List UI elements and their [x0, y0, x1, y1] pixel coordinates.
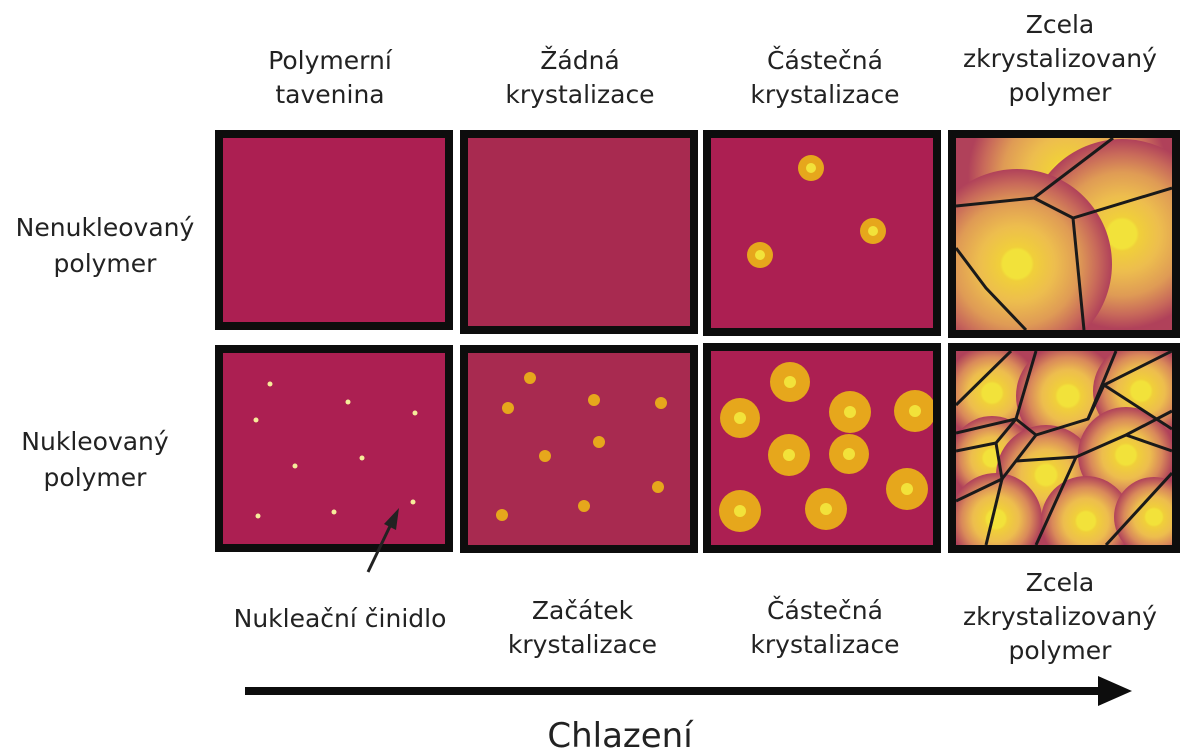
bottom-label-fully-crystallized: Zcela zkrystalizovaný polymer	[963, 568, 1157, 665]
panel-nucleated-full	[948, 343, 1180, 553]
bottom-label-partial-crystallization: Částečná krystalizace	[750, 596, 900, 659]
nucleating-agent-particle	[412, 410, 418, 416]
cooling-axis-label: Chlazení	[547, 716, 693, 756]
panel-nucleated-melt	[215, 345, 453, 552]
nucleating-agent-particle	[345, 399, 351, 405]
row-label-nucleated: Nukleovaný polymer	[21, 427, 169, 492]
bottom-label-nucleating-agent: Nukleační činidlo	[233, 604, 447, 633]
nucleating-agent-particle	[267, 381, 273, 387]
panel-unnucleated-melt	[215, 130, 453, 330]
col-label-partial-crystallization: Částečná krystalizace	[750, 46, 900, 109]
row-label-unnucleated: Nenukleovaný polymer	[15, 213, 195, 278]
panel-nucleated-start	[460, 345, 698, 553]
col-label-melt: Polymerní tavenina	[268, 46, 392, 109]
col-label-fully-crystallized: Zcela zkrystalizovaný polymer	[963, 10, 1157, 107]
col-label-no-crystallization: Žádná krystalizace	[505, 46, 655, 109]
nucleating-agent-particle	[253, 417, 259, 423]
nucleating-agent-particle	[410, 499, 416, 505]
panel-unnucleated-partial	[703, 130, 941, 336]
nucleating-agent-particle	[359, 455, 365, 461]
bottom-label-start-crystallization: Začátek krystalizace	[507, 596, 658, 659]
panel-unnucleated-full	[948, 130, 1180, 338]
panel-nucleated-partial	[703, 343, 941, 553]
nucleating-agent-particle	[292, 463, 298, 469]
nucleating-agent-particle	[331, 509, 337, 515]
nucleating-agent-particle	[255, 513, 261, 519]
panel-unnucleated-no-crystallization	[460, 130, 698, 334]
cooling-arrow	[245, 676, 1132, 706]
